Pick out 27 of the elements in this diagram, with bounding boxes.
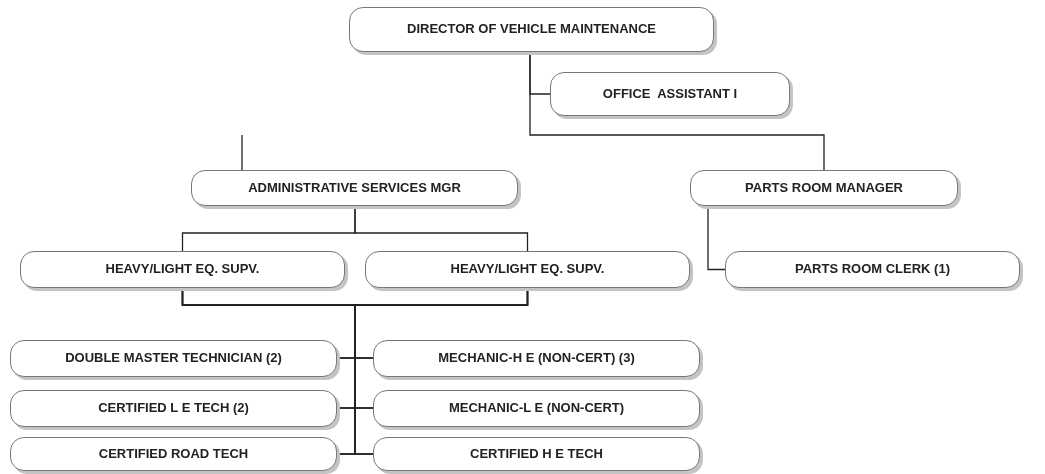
position-box [191, 170, 518, 206]
position-title: HEAVY/LIGHT EQ. SUPV. [105, 261, 260, 278]
position-box [365, 251, 690, 288]
position-box [373, 437, 700, 471]
position-title: CERTIFIED ROAD TECH [98, 445, 249, 463]
position-title: PARTS ROOM CLERK (1) [794, 261, 950, 278]
position-title: PARTS ROOM MANAGER [745, 179, 903, 197]
position-title: OFFICE ASSISTANT I [602, 85, 738, 103]
connector-line [241, 134, 243, 171]
position-box [373, 390, 700, 427]
position-title: DOUBLE MASTER TECHNICIAN (2) [65, 350, 282, 367]
position-title: MECHANIC-H E (NON-CERT) (3) [438, 350, 635, 367]
position-title: DIRECTOR OF VEHICLE MAINTENANCE [407, 21, 656, 38]
position-box [10, 340, 337, 377]
position-box [20, 251, 345, 288]
position-title: ADMINISTRATIVE SERVICES MGR [248, 179, 461, 197]
position-title: MECHANIC-L E (NON-CERT) [448, 400, 625, 417]
position-box [725, 251, 1020, 288]
position-box [550, 72, 790, 116]
position-box [10, 437, 337, 471]
position-title: CERTIFIED L E TECH (2) [98, 400, 249, 417]
position-title: HEAVY/LIGHT EQ. SUPV. [450, 261, 605, 278]
position-title: CERTIFIED H E TECH [470, 445, 603, 463]
position-box [690, 170, 958, 206]
position-box [349, 7, 714, 52]
position-box [373, 340, 700, 377]
position-box [10, 390, 337, 427]
